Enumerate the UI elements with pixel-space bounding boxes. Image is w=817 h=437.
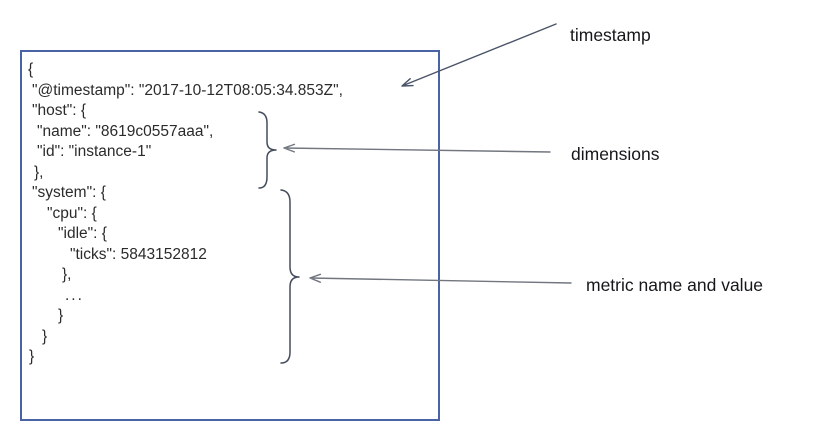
annotation-label-metric: metric name and value xyxy=(586,275,764,295)
json-line-ticks: "ticks": 5843152812 xyxy=(70,245,207,263)
json-line-idle-open: "idle": { xyxy=(58,225,107,242)
json-line-system-close: } xyxy=(42,327,48,345)
json-line-ellipsis: ... xyxy=(65,286,84,304)
json-line-host-name: "name": "8619c0557aaa", xyxy=(37,122,214,140)
json-line-idle-close: }, xyxy=(62,266,72,283)
annotation-label-timestamp: timestamp xyxy=(570,25,651,45)
json-line-timestamp: "@timestamp": "2017-10-12T08:05:34.853Z"… xyxy=(32,81,343,99)
json-document-box xyxy=(20,50,440,421)
json-line-system-open: "system": { xyxy=(32,184,106,201)
json-line-root-close: } xyxy=(29,348,35,365)
json-line-cpu-close: } xyxy=(58,307,64,324)
json-code-block: { "@timestamp": "2017-10-12T08:05:34.853Z… xyxy=(22,60,422,368)
json-line-host-open: "host": { xyxy=(32,102,87,119)
json-line-cpu-open: "cpu": { xyxy=(47,204,97,222)
annotation-label-dimensions: dimensions xyxy=(571,144,660,164)
json-line-host-close: }, xyxy=(34,163,44,181)
json-line-host-id: "id": "instance-1" xyxy=(37,143,152,160)
json-line-root-open: { xyxy=(28,61,34,78)
